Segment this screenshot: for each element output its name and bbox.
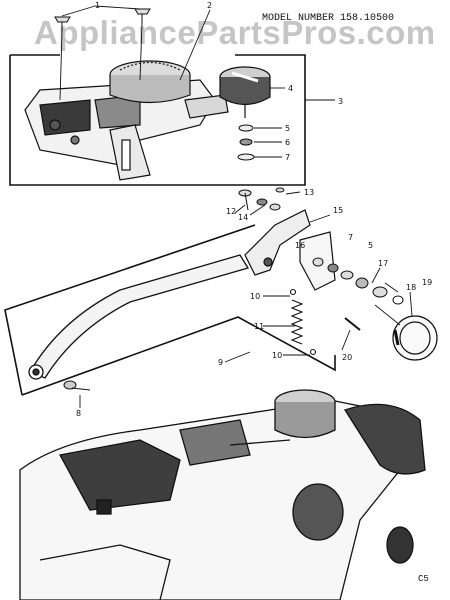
callout-8: 8 bbox=[76, 409, 81, 418]
page-code: C5 bbox=[418, 574, 429, 584]
callout-labels: 1 2 3 4 5 6 7 8 9 10 10 11 12 13 14 15 1… bbox=[76, 1, 432, 418]
selector-knob-icon bbox=[219, 66, 271, 118]
callout-4: 4 bbox=[288, 84, 293, 93]
callout-13: 13 bbox=[304, 188, 314, 197]
upper-assembly-frame bbox=[9, 54, 306, 186]
callout-10-upper: 10 bbox=[250, 292, 260, 301]
pivot-screw-icon bbox=[238, 187, 285, 211]
callout-2: 2 bbox=[207, 1, 212, 10]
shoulder-screw-icon bbox=[63, 380, 91, 391]
callout-19: 19 bbox=[422, 278, 432, 287]
callout-20: 20 bbox=[342, 353, 352, 362]
callout-1: 1 bbox=[95, 1, 100, 10]
callout-18: 18 bbox=[406, 283, 416, 292]
callout-5: 5 bbox=[285, 124, 290, 133]
callout-7-secondary: 7 bbox=[348, 233, 353, 242]
callout-5-secondary: 5 bbox=[368, 241, 373, 250]
lower-assembly-frame bbox=[4, 224, 336, 396]
small-hardware-icon bbox=[312, 257, 404, 305]
callout-10-lower: 10 bbox=[272, 351, 282, 360]
bracket-icon bbox=[244, 209, 336, 291]
handwheel-knob-icon bbox=[392, 315, 438, 361]
callout-17: 17 bbox=[378, 259, 388, 268]
model-number: MODEL NUMBER 158.10500 bbox=[262, 13, 395, 24]
callout-3: 3 bbox=[338, 97, 343, 106]
callout-16: 16 bbox=[295, 241, 305, 250]
callout-15: 15 bbox=[333, 206, 343, 215]
cam-stack-assembly bbox=[24, 60, 229, 181]
machine-body-icon bbox=[19, 389, 426, 600]
callout-11: 11 bbox=[254, 322, 264, 331]
washer-stack-icon bbox=[237, 124, 255, 161]
callout-12: 12 bbox=[226, 207, 236, 216]
callout-6: 6 bbox=[285, 138, 290, 147]
callout-14: 14 bbox=[238, 213, 248, 222]
callout-9: 9 bbox=[218, 358, 223, 367]
leader-lines bbox=[59, 5, 413, 408]
watermark: AppliancePartsPros.com bbox=[34, 14, 436, 51]
pin-icon bbox=[344, 317, 361, 331]
lever-arm-icon bbox=[28, 254, 250, 380]
spring-icon bbox=[289, 288, 317, 356]
screw-icon bbox=[54, 8, 151, 32]
callout-7: 7 bbox=[285, 153, 290, 162]
